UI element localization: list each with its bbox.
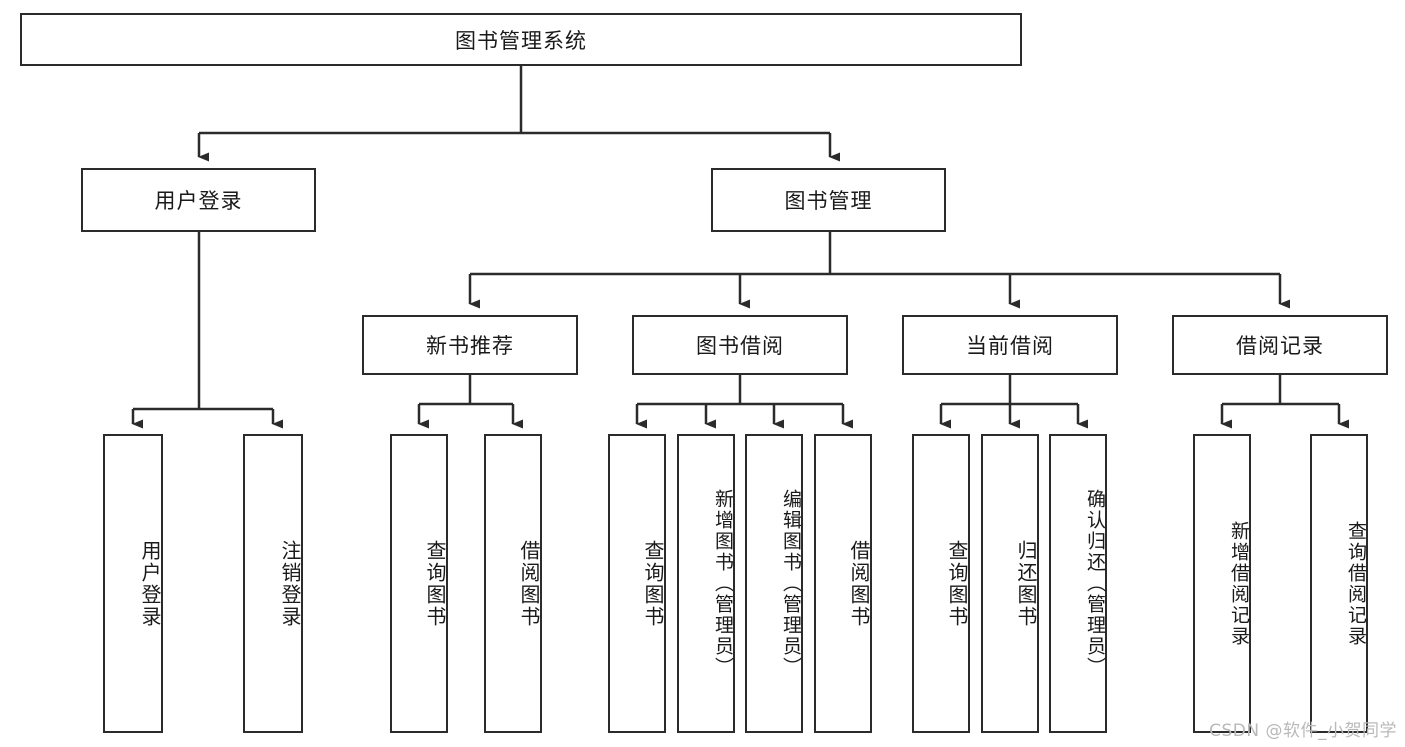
- node-root-label: 图书管理系统: [455, 28, 587, 53]
- node-borrow-record-label: 借阅记录: [1236, 334, 1324, 358]
- leaf-label: 查询图书: [423, 539, 447, 628]
- leaf-borrow-borrow-book[interactable]: 借阅图书: [814, 434, 872, 733]
- node-borrow-record[interactable]: 借阅记录: [1172, 315, 1388, 375]
- node-book-borrow-label: 图书借阅: [696, 334, 784, 358]
- leaf-label: 借阅图书: [517, 539, 541, 628]
- leaf-borrow-add-book[interactable]: 新增图书（管理员）: [677, 434, 735, 733]
- node-new-book-recommend-label: 新书推荐: [426, 334, 514, 358]
- leaf-label: 借阅图书: [847, 539, 871, 628]
- leaf-label: 查询图书: [945, 539, 969, 628]
- leaf-label: 新增借阅记录: [1228, 520, 1250, 647]
- leaf-borrow-query-book[interactable]: 查询图书: [608, 434, 666, 733]
- node-book-management[interactable]: 图书管理: [711, 168, 946, 232]
- leaf-label: 用户登录: [138, 539, 162, 628]
- node-book-management-label: 图书管理: [784, 189, 873, 213]
- leaf-record-query[interactable]: 查询借阅记录: [1310, 434, 1368, 733]
- node-book-borrow[interactable]: 图书借阅: [632, 315, 848, 375]
- leaf-current-confirm-return[interactable]: 确认归还（管理员）: [1049, 434, 1107, 733]
- leaf-label: 归还图书: [1014, 539, 1038, 628]
- node-current-borrow-label: 当前借阅: [966, 334, 1054, 358]
- leaf-label: 查询借阅记录: [1345, 520, 1367, 647]
- leaf-label: 确认归还（管理员）: [1084, 489, 1106, 678]
- leaf-current-return-book[interactable]: 归还图书: [981, 434, 1039, 733]
- leaf-borrow-edit-book[interactable]: 编辑图书（管理员）: [745, 434, 803, 733]
- leaf-new-book-query[interactable]: 查询图书: [390, 434, 448, 733]
- leaf-label: 编辑图书（管理员）: [780, 489, 802, 678]
- leaf-user-login-login[interactable]: 用户登录: [103, 434, 163, 733]
- node-new-book-recommend[interactable]: 新书推荐: [362, 315, 578, 375]
- leaf-label: 注销登录: [278, 539, 302, 628]
- node-root[interactable]: 图书管理系统: [20, 13, 1022, 66]
- leaf-current-query-book[interactable]: 查询图书: [912, 434, 970, 733]
- leaf-record-add[interactable]: 新增借阅记录: [1193, 434, 1251, 733]
- leaf-label: 新增图书（管理员）: [712, 489, 734, 678]
- leaf-label: 查询图书: [641, 539, 665, 628]
- node-user-login[interactable]: 用户登录: [81, 168, 316, 232]
- node-user-login-label: 用户登录: [154, 189, 243, 213]
- leaf-new-book-borrow[interactable]: 借阅图书: [484, 434, 542, 733]
- node-current-borrow[interactable]: 当前借阅: [902, 315, 1118, 375]
- leaf-user-login-logout[interactable]: 注销登录: [243, 434, 303, 733]
